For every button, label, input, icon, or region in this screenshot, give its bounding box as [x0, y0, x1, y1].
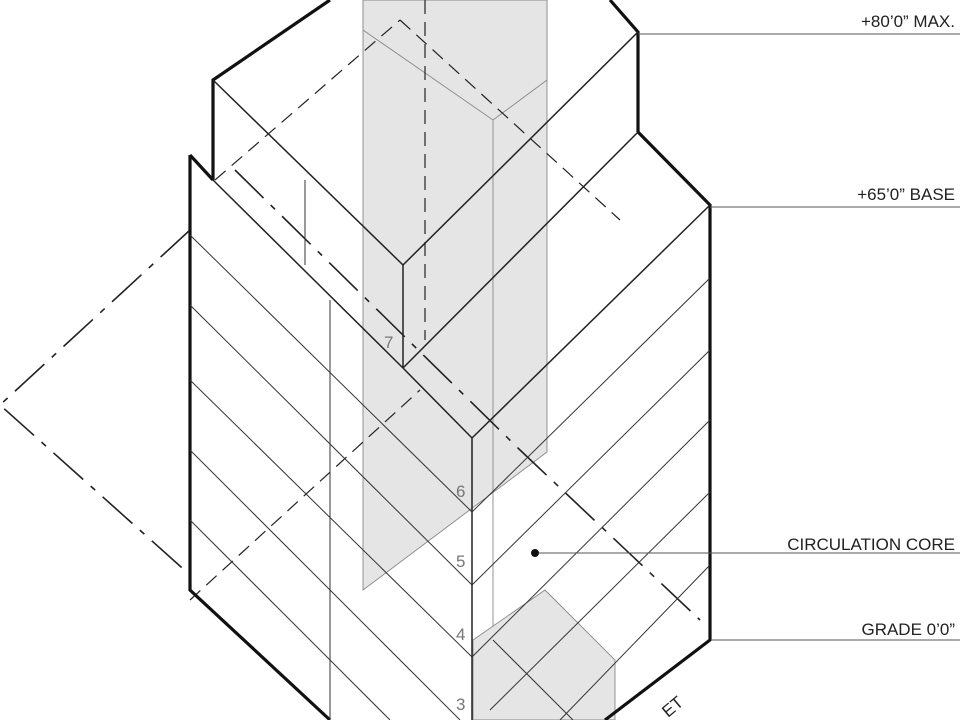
core-leader-dot	[531, 549, 539, 557]
leader-lines	[531, 33, 960, 641]
grade-label: GRADE 0’0”	[861, 620, 955, 639]
floor-number-6: 6	[456, 482, 465, 501]
max-height-label: +80’0” MAX.	[861, 12, 955, 31]
floor-number-3: 3	[456, 695, 465, 714]
building-mass	[188, 0, 712, 720]
circulation-core-shaft	[362, 0, 616, 720]
site-footprint-dashed	[0, 0, 701, 621]
street-label: ET	[658, 693, 687, 720]
floor-number-7: 7	[384, 333, 393, 352]
floor-number-4: 4	[456, 625, 465, 644]
floor-number-5: 5	[456, 552, 465, 571]
floor-lines-right	[471, 277, 711, 720]
base-height-label: +65’0” BASE	[857, 185, 955, 204]
floor-lines-left	[189, 234, 473, 720]
circulation-core-label: CIRCULATION CORE	[787, 535, 955, 554]
